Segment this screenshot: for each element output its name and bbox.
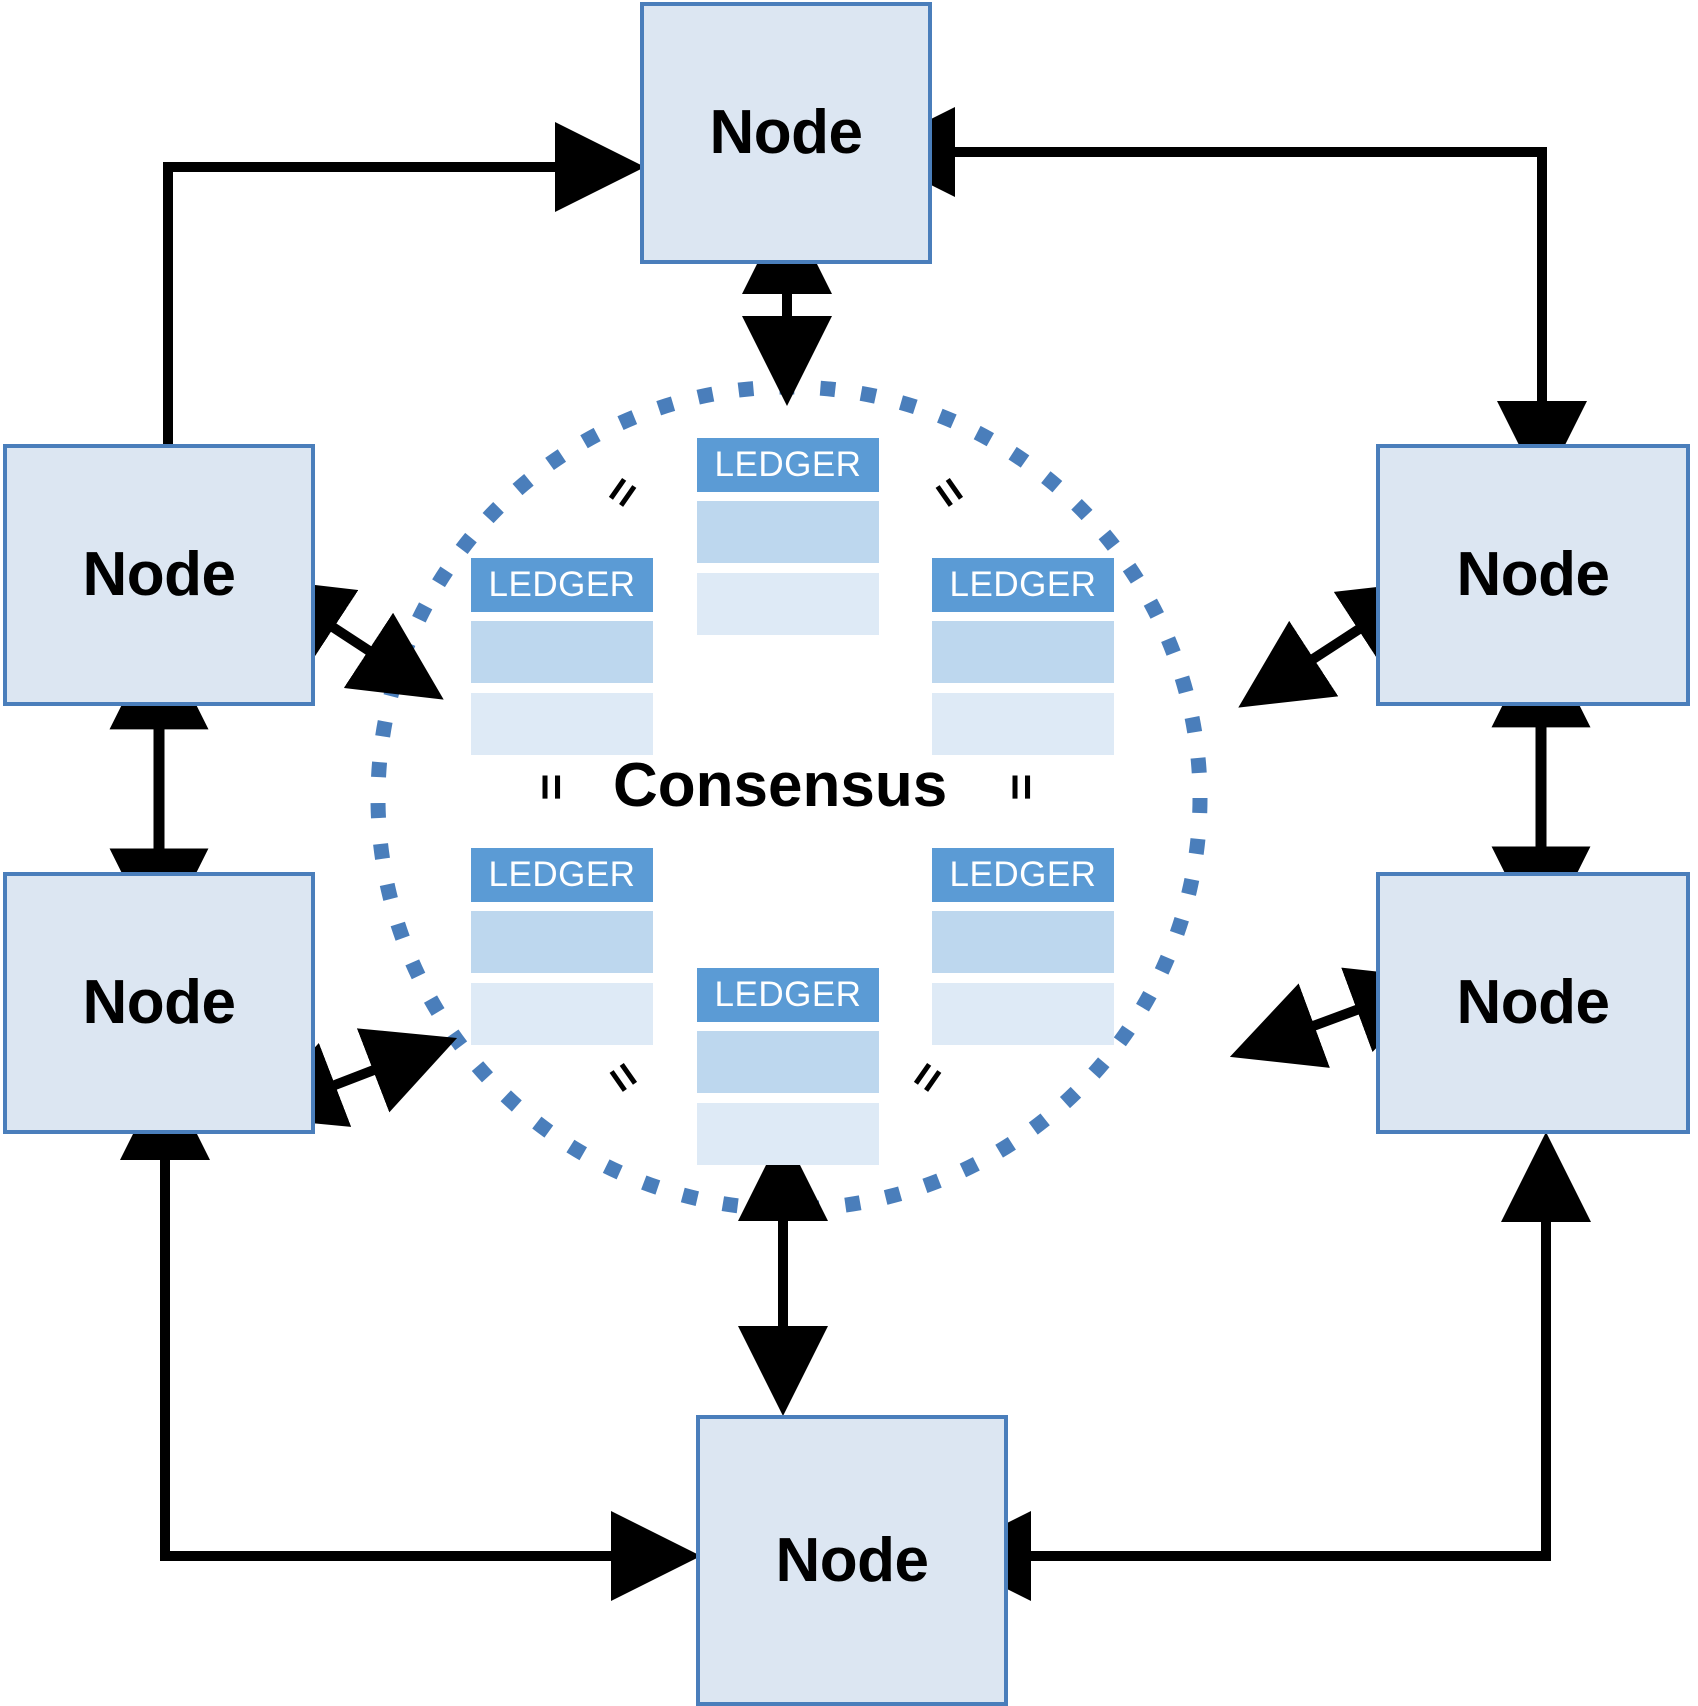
node-box-bottom[interactable]: Node xyxy=(696,1415,1008,1706)
node-box-left-lower[interactable]: Node xyxy=(3,872,315,1134)
node-label: Node xyxy=(1456,968,1611,1037)
ledger-card-left-lower[interactable]: LEDGER xyxy=(471,848,653,1045)
ledger-card-left-upper[interactable]: LEDGER xyxy=(471,558,653,755)
node-box-left-upper[interactable]: Node xyxy=(3,444,315,706)
node-label: Node xyxy=(82,968,237,1037)
ledger-row-secondary xyxy=(932,983,1114,1045)
connector-consensus-right-lower xyxy=(1229,967,1442,1068)
ledger-row-secondary xyxy=(471,983,653,1045)
ledger-row-secondary xyxy=(697,573,879,635)
ledger-header-label: LEDGER xyxy=(932,558,1114,612)
ledger-header-label: LEDGER xyxy=(471,848,653,902)
ledger-row-primary xyxy=(471,911,653,973)
equals-mark-mid-left: = xyxy=(526,773,578,801)
equals-mark-mid-right: = xyxy=(996,773,1048,801)
node-box-right-upper[interactable]: Node xyxy=(1376,444,1690,706)
connector-bottom-to-left-lower xyxy=(120,1069,702,1601)
ledger-header-label: LEDGER xyxy=(697,438,879,492)
node-label: Node xyxy=(709,98,864,167)
connector-top-to-left-upper xyxy=(123,122,646,554)
connector-consensus-right-upper xyxy=(1238,580,1434,708)
ledger-header-label: LEDGER xyxy=(697,968,879,1022)
ledger-row-secondary xyxy=(932,693,1114,755)
ledger-header-label: LEDGER xyxy=(471,558,653,612)
ledger-row-primary xyxy=(932,911,1114,973)
ledger-card-top[interactable]: LEDGER xyxy=(697,438,879,635)
connector-bottom-to-right-lower xyxy=(940,1131,1591,1601)
ledger-header-label: LEDGER xyxy=(932,848,1114,902)
ledger-row-primary xyxy=(697,1031,879,1093)
ledger-card-right-upper[interactable]: LEDGER xyxy=(932,558,1114,755)
consensus-label: Consensus xyxy=(613,751,948,820)
node-label: Node xyxy=(775,1525,930,1595)
connector-consensus-left-upper xyxy=(258,578,444,700)
ledger-card-bottom[interactable]: LEDGER xyxy=(697,968,879,1165)
ledger-row-primary xyxy=(697,501,879,563)
connector-consensus-left-lower xyxy=(251,1028,458,1127)
node-box-top[interactable]: Node xyxy=(640,2,932,264)
ledger-row-primary xyxy=(932,621,1114,683)
node-box-right-lower[interactable]: Node xyxy=(1376,872,1690,1134)
node-label: Node xyxy=(1456,540,1611,609)
node-label: Node xyxy=(82,540,237,609)
ledger-card-right-lower[interactable]: LEDGER xyxy=(932,848,1114,1045)
ledger-row-secondary xyxy=(471,693,653,755)
ledger-row-primary xyxy=(471,621,653,683)
connector-top-to-right-upper xyxy=(864,107,1587,492)
ledger-row-secondary xyxy=(697,1103,879,1165)
